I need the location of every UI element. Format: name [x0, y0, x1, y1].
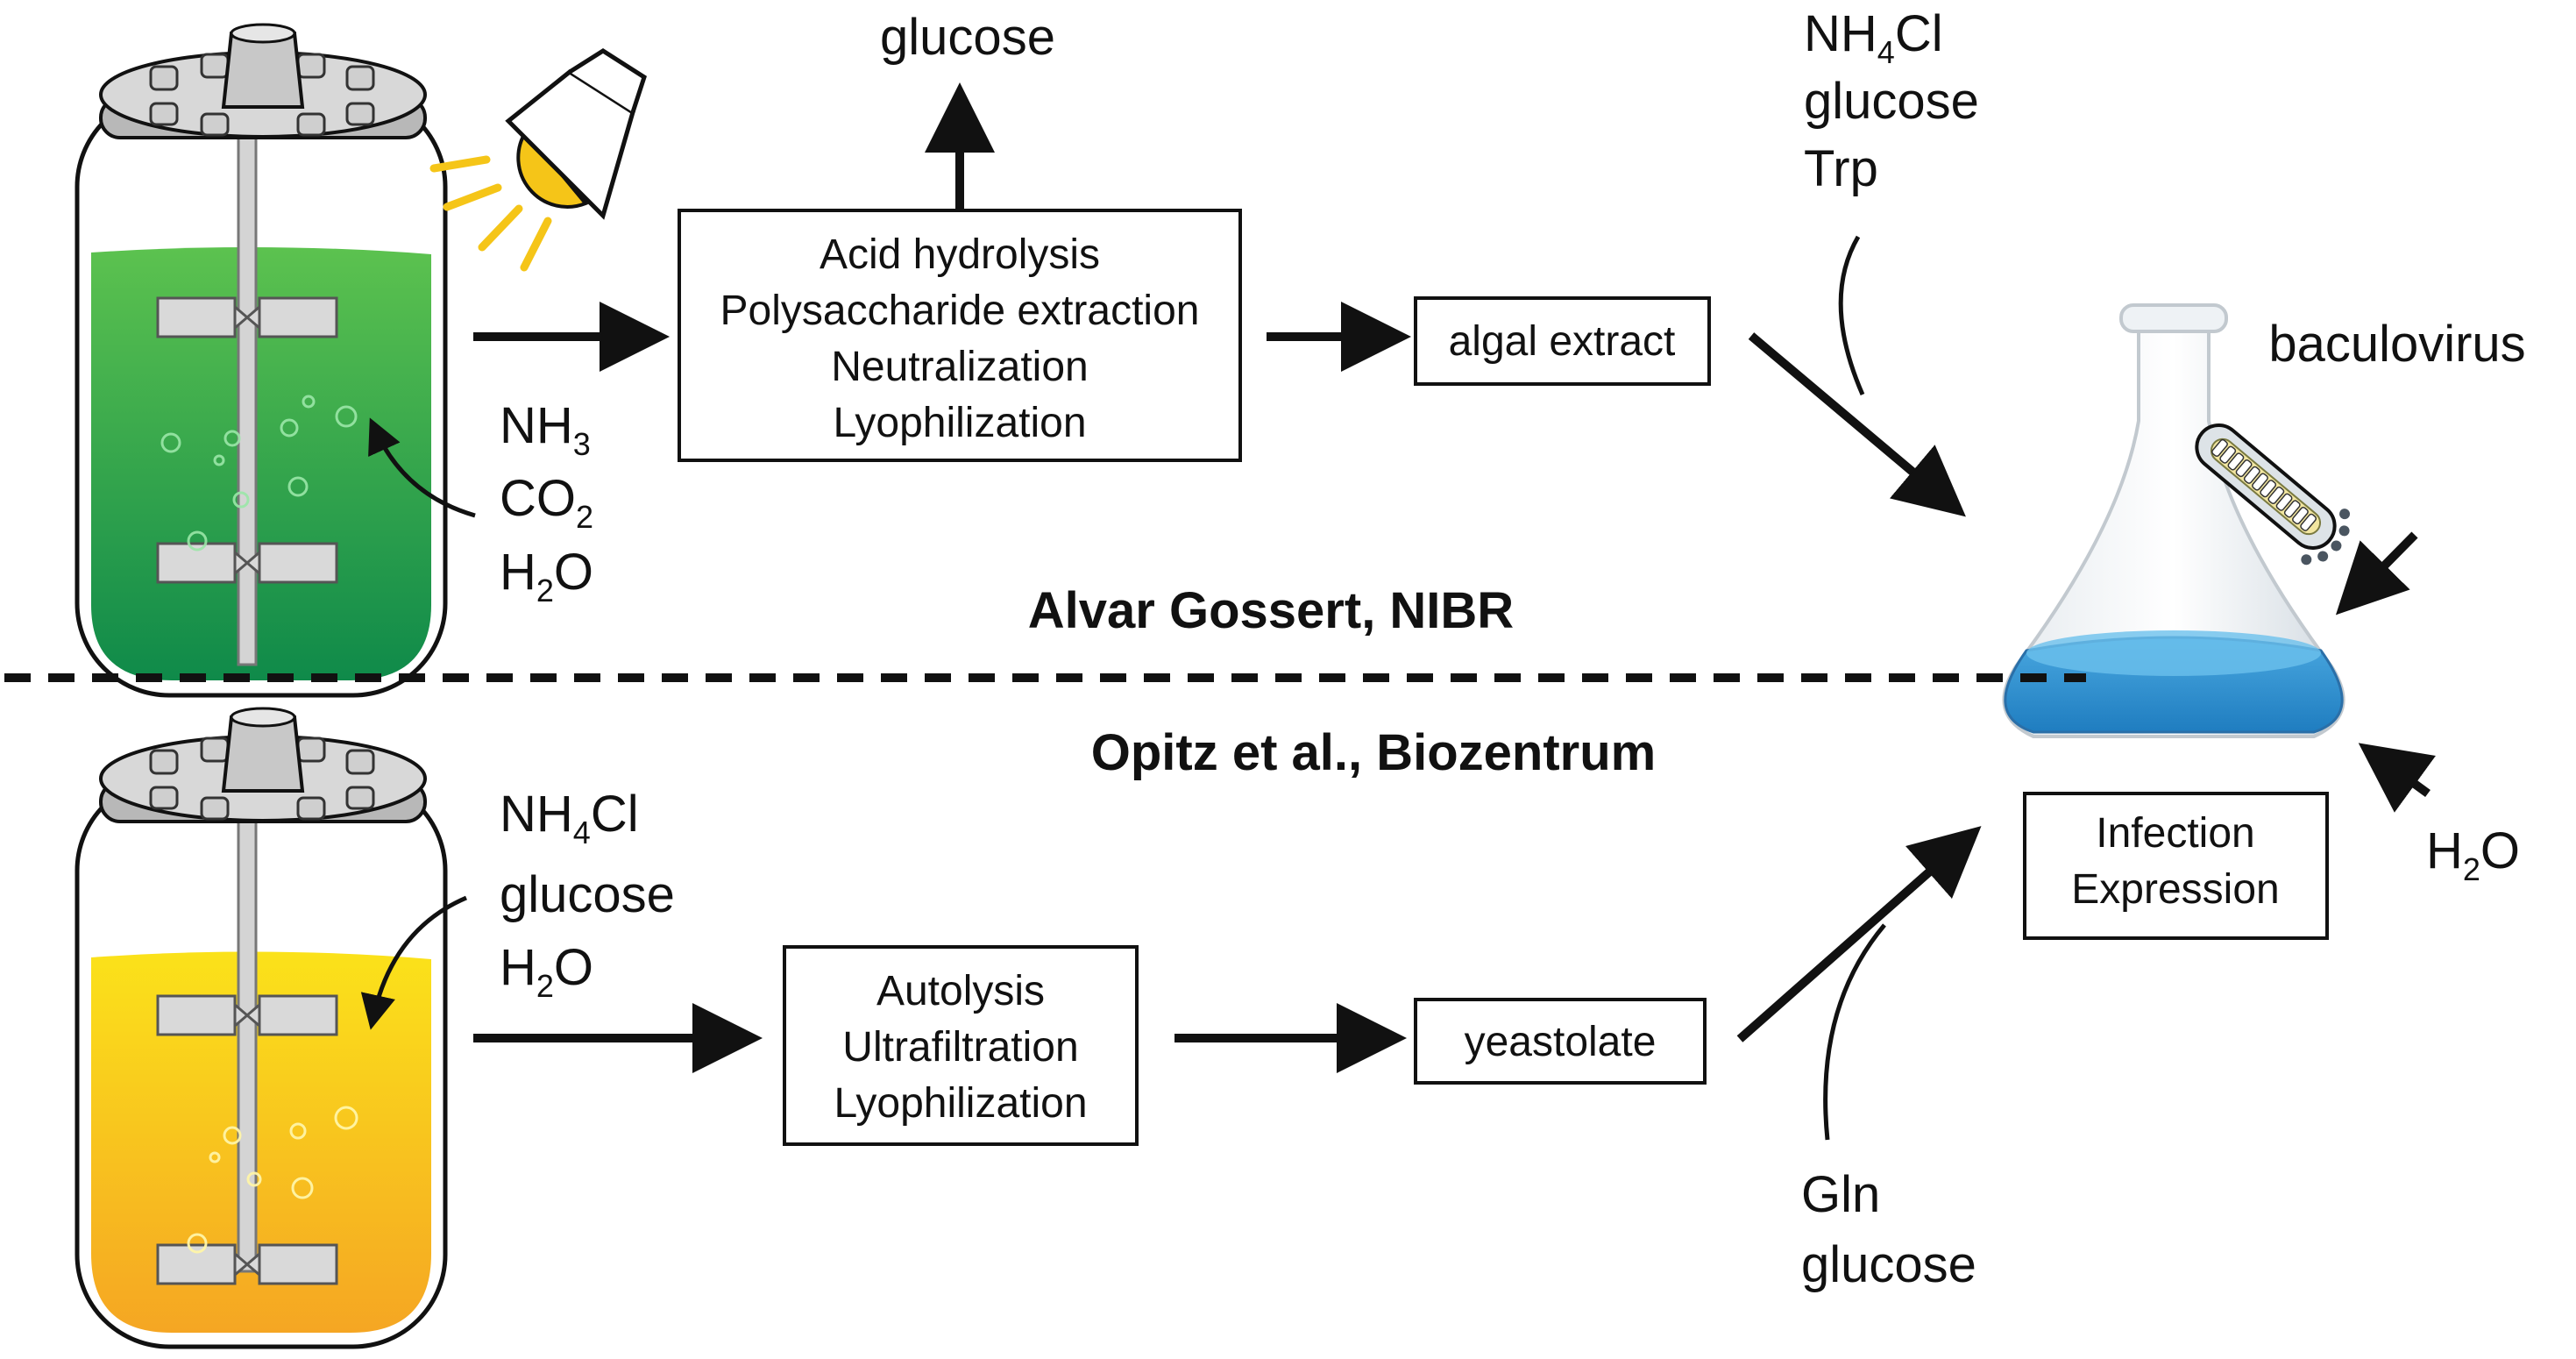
flask-process-line: Infection: [2096, 810, 2254, 857]
bottom-process-line: Autolysis: [876, 968, 1045, 1014]
arrow-yeastolate-to-flask: [1736, 826, 1982, 1042]
top-process-line: Polysaccharide extraction: [720, 288, 1200, 334]
bottom-input-nh4cl: NH4Cl: [500, 786, 639, 850]
water-input-label: H2O: [2426, 822, 2520, 887]
top-process-box: [678, 209, 1242, 462]
top-supplement-nh4cl: NH4Cl: [1804, 5, 1943, 70]
lamp-icon: [429, 48, 647, 272]
arrow-gas-feed-top: [368, 417, 476, 518]
bottom-process-box: [783, 945, 1139, 1146]
baculovirus-label: baculovirus: [2268, 316, 2525, 373]
bottom-process-line: Ultrafiltration: [842, 1024, 1078, 1071]
flask-process-line: Expression: [2071, 866, 2279, 913]
yeastolate-label: yeastolate: [1465, 1019, 1657, 1065]
top-supplement-trp: Trp: [1804, 140, 1878, 197]
top-process-line: Lyophilization: [833, 400, 1086, 446]
supplement-curve-top: [1838, 235, 1865, 395]
yeast-bioreactor: [75, 707, 448, 1349]
top-supplement-glucose: glucose: [1804, 73, 1979, 130]
glucose-output-label: glucose: [880, 9, 1055, 66]
bottom-process-line: Lyophilization: [834, 1080, 1087, 1127]
algae-bioreactor: [75, 23, 448, 698]
top-process-line: Neutralization: [831, 344, 1088, 390]
top-input-nh3: NH3: [500, 397, 591, 462]
arrow-feed-bottom: [360, 895, 467, 1030]
erlenmeyer-flask: [2002, 303, 2345, 738]
algal-extract-box: [1414, 296, 1711, 386]
bottom-input-glucose: glucose: [500, 866, 675, 923]
arrow-water-to-flask: [2358, 743, 2436, 813]
top-credit: Alvar Gossert, NIBR: [1028, 582, 1514, 639]
supplement-curve-bottom: [1823, 923, 1886, 1141]
bottom-supplement-glucose: glucose: [1801, 1236, 1976, 1293]
algal-extract-label: algal extract: [1449, 318, 1676, 365]
bottom-supplement-gln: Gln: [1801, 1166, 1880, 1223]
top-input-h2o: H2O: [500, 544, 593, 608]
yeast-culture: [91, 951, 431, 1333]
top-input-co2: CO2: [500, 470, 593, 535]
arrow-algal-extract-to-flask: [1748, 332, 1966, 517]
yeastolate-box: [1414, 998, 1707, 1085]
bottom-input-h2o: H2O: [500, 939, 593, 1004]
arrow-baculovirus-to-flask: [2335, 531, 2418, 615]
top-process-line: Acid hydrolysis: [820, 231, 1100, 278]
bottom-credit: Opitz et al., Biozentrum: [1091, 724, 1657, 781]
baculovirus-icon: [2195, 423, 2351, 566]
flask-process-box: [2023, 792, 2329, 940]
